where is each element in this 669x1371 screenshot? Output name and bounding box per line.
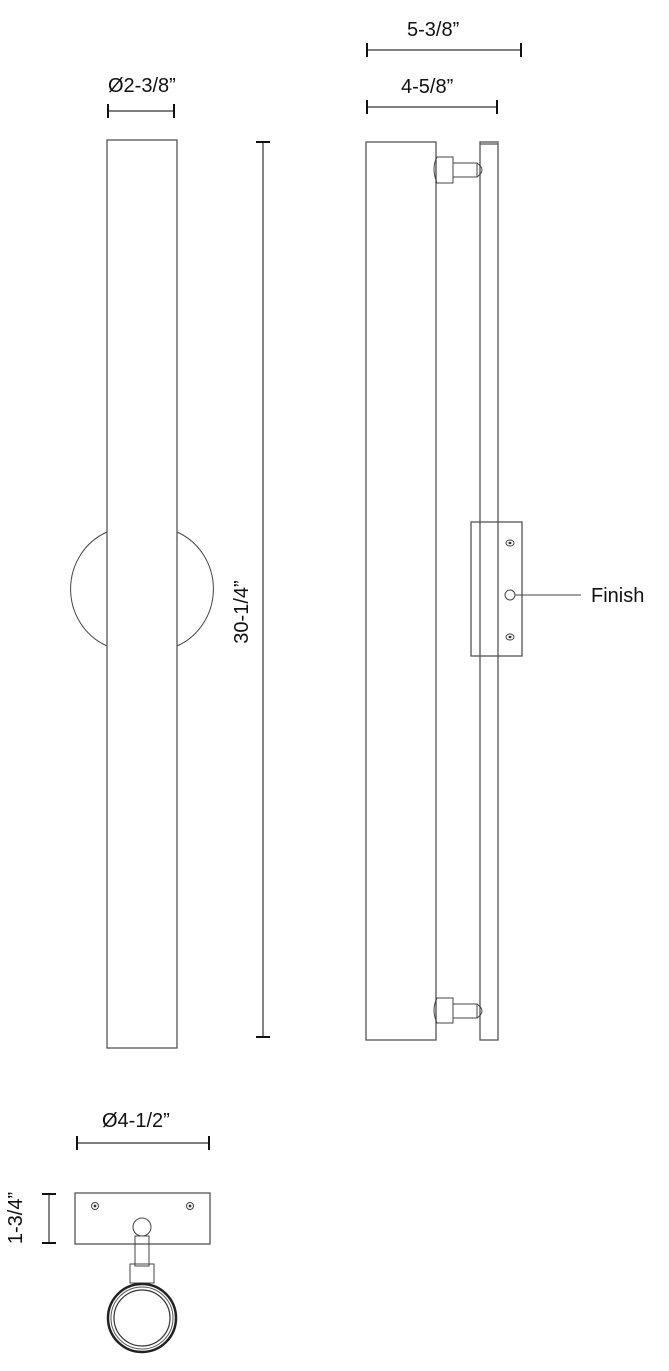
body-depth-label: 4-5/8” [401,76,453,98]
side-tube-body [365,141,437,1041]
body-depth-dimension [366,100,498,114]
canopy-right-arc [176,531,214,647]
backplate-height-dimension [42,1193,56,1244]
top-connector [433,156,483,184]
mounting-block [470,521,523,657]
overall-depth-dimension [366,43,522,57]
front-view: Ø2-3/8” 30-1/4” [70,75,270,1049]
front-tube-body [106,139,178,1049]
backplate-width-label: Ø4-1/2” [102,1110,170,1132]
finish-label: Finish [591,585,644,607]
overall-depth-label: 5-3/8” [407,19,459,41]
shade-ring [106,1282,178,1354]
backplate-height-label: 1-3/4” [5,1192,27,1244]
canopy-left-arc [70,531,108,647]
top-view: Ø4-1/2” 1-3/4” [5,1110,211,1354]
knob [132,1217,152,1237]
front-diameter-label: Ø2-3/8” [108,75,176,97]
side-view: 5-3/8” 4-5/8” [365,19,644,1041]
wall-rail [479,141,499,1041]
height-dimension [256,141,270,1038]
backplate [74,1192,211,1245]
backplate-width-dimension [76,1136,210,1150]
front-diameter-dimension [107,104,175,118]
bottom-connector [433,997,483,1024]
height-label: 30-1/4” [231,580,253,643]
